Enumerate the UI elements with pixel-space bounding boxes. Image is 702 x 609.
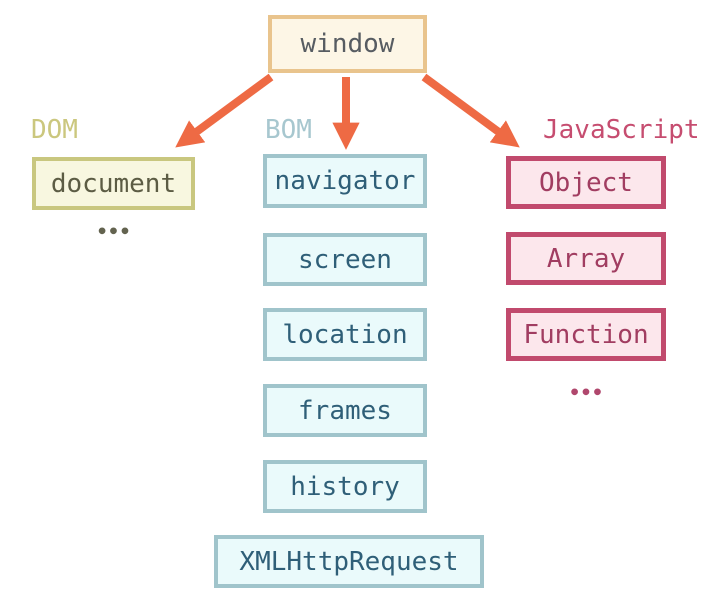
group-label-bom: BOM xyxy=(265,115,312,145)
node-window: window xyxy=(268,15,427,73)
node-screen: screen xyxy=(263,233,427,286)
node-function: Function xyxy=(506,308,666,361)
node-object: Object xyxy=(506,156,666,209)
group-label-javascript: JavaScript xyxy=(543,115,700,145)
node-location: location xyxy=(263,308,427,361)
node-frames: frames xyxy=(263,384,427,437)
arrow-window-to-dom xyxy=(175,73,274,148)
node-history: history xyxy=(263,460,427,513)
node-document: document xyxy=(32,157,195,210)
arrow-window-to-javascript xyxy=(421,73,520,148)
group-label-dom: DOM xyxy=(31,115,78,145)
node-navigator: navigator xyxy=(263,154,427,208)
node-array: Array xyxy=(506,232,666,285)
javascript-ellipsis: ••• xyxy=(568,382,604,404)
dom-ellipsis: ••• xyxy=(96,221,131,243)
node-xmlhttprequest: XMLHttpRequest xyxy=(214,535,484,588)
